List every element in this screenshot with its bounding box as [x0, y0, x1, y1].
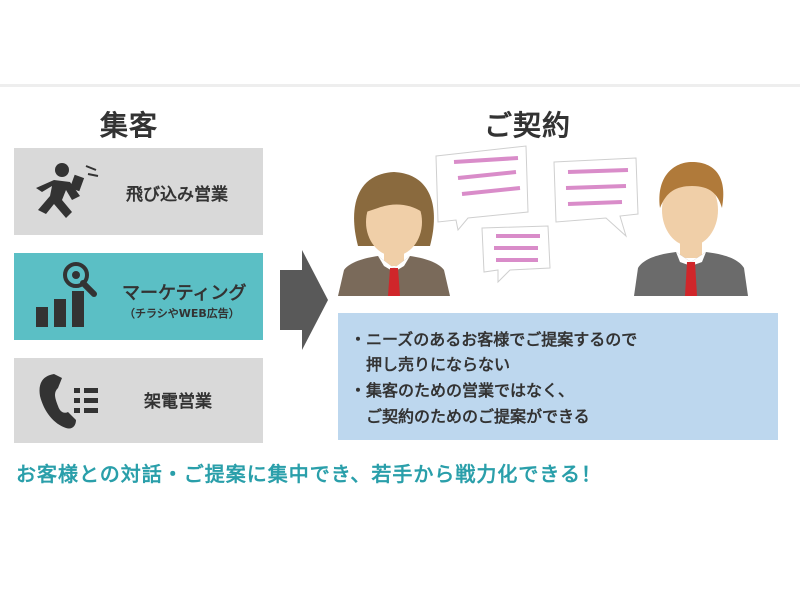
channel-label: 架電営業	[144, 392, 212, 412]
benefit-line: 押し売りにならない	[366, 355, 511, 374]
channel-label: マーケティング	[122, 283, 247, 304]
top-divider	[0, 84, 800, 87]
benefit-line: ・集客のための営業ではなく、	[350, 381, 575, 400]
benefit-line: ・ニーズのあるお客様でご提案するので	[350, 330, 638, 349]
salesperson-man-avatar	[634, 162, 748, 296]
channel-card-door-to-door: 飛び込み営業	[14, 148, 263, 235]
phone-icon	[39, 374, 98, 429]
customer-woman-avatar	[338, 172, 450, 296]
channel-sublabel: （チラシやWEB広告）	[124, 307, 240, 320]
speech-bubble-icon	[481, 225, 551, 284]
right-arrow-icon	[280, 250, 328, 350]
running-salesperson-icon	[36, 163, 99, 218]
benefits-box: ・ニーズのあるお客様でご提案するので 押し売りにならない ・集客のための営業では…	[338, 313, 778, 440]
channel-label: 飛び込み営業	[126, 185, 228, 205]
heading-acquisition: 集客	[100, 109, 159, 142]
heading-contract: ご契約	[484, 109, 572, 142]
benefit-line: ご契約のためのご提案ができる	[366, 407, 590, 426]
speech-bubble-icon	[553, 157, 639, 238]
speech-bubble-icon	[435, 145, 529, 232]
channel-card-telephone: 架電営業	[14, 358, 263, 443]
summary-footer: お客様との対話・ご提案に集中でき、若手から戦力化できる！	[16, 462, 602, 486]
marketing-chart-magnifier-icon	[36, 262, 97, 327]
channel-card-marketing: マーケティング （チラシやWEB広告）	[14, 253, 263, 340]
